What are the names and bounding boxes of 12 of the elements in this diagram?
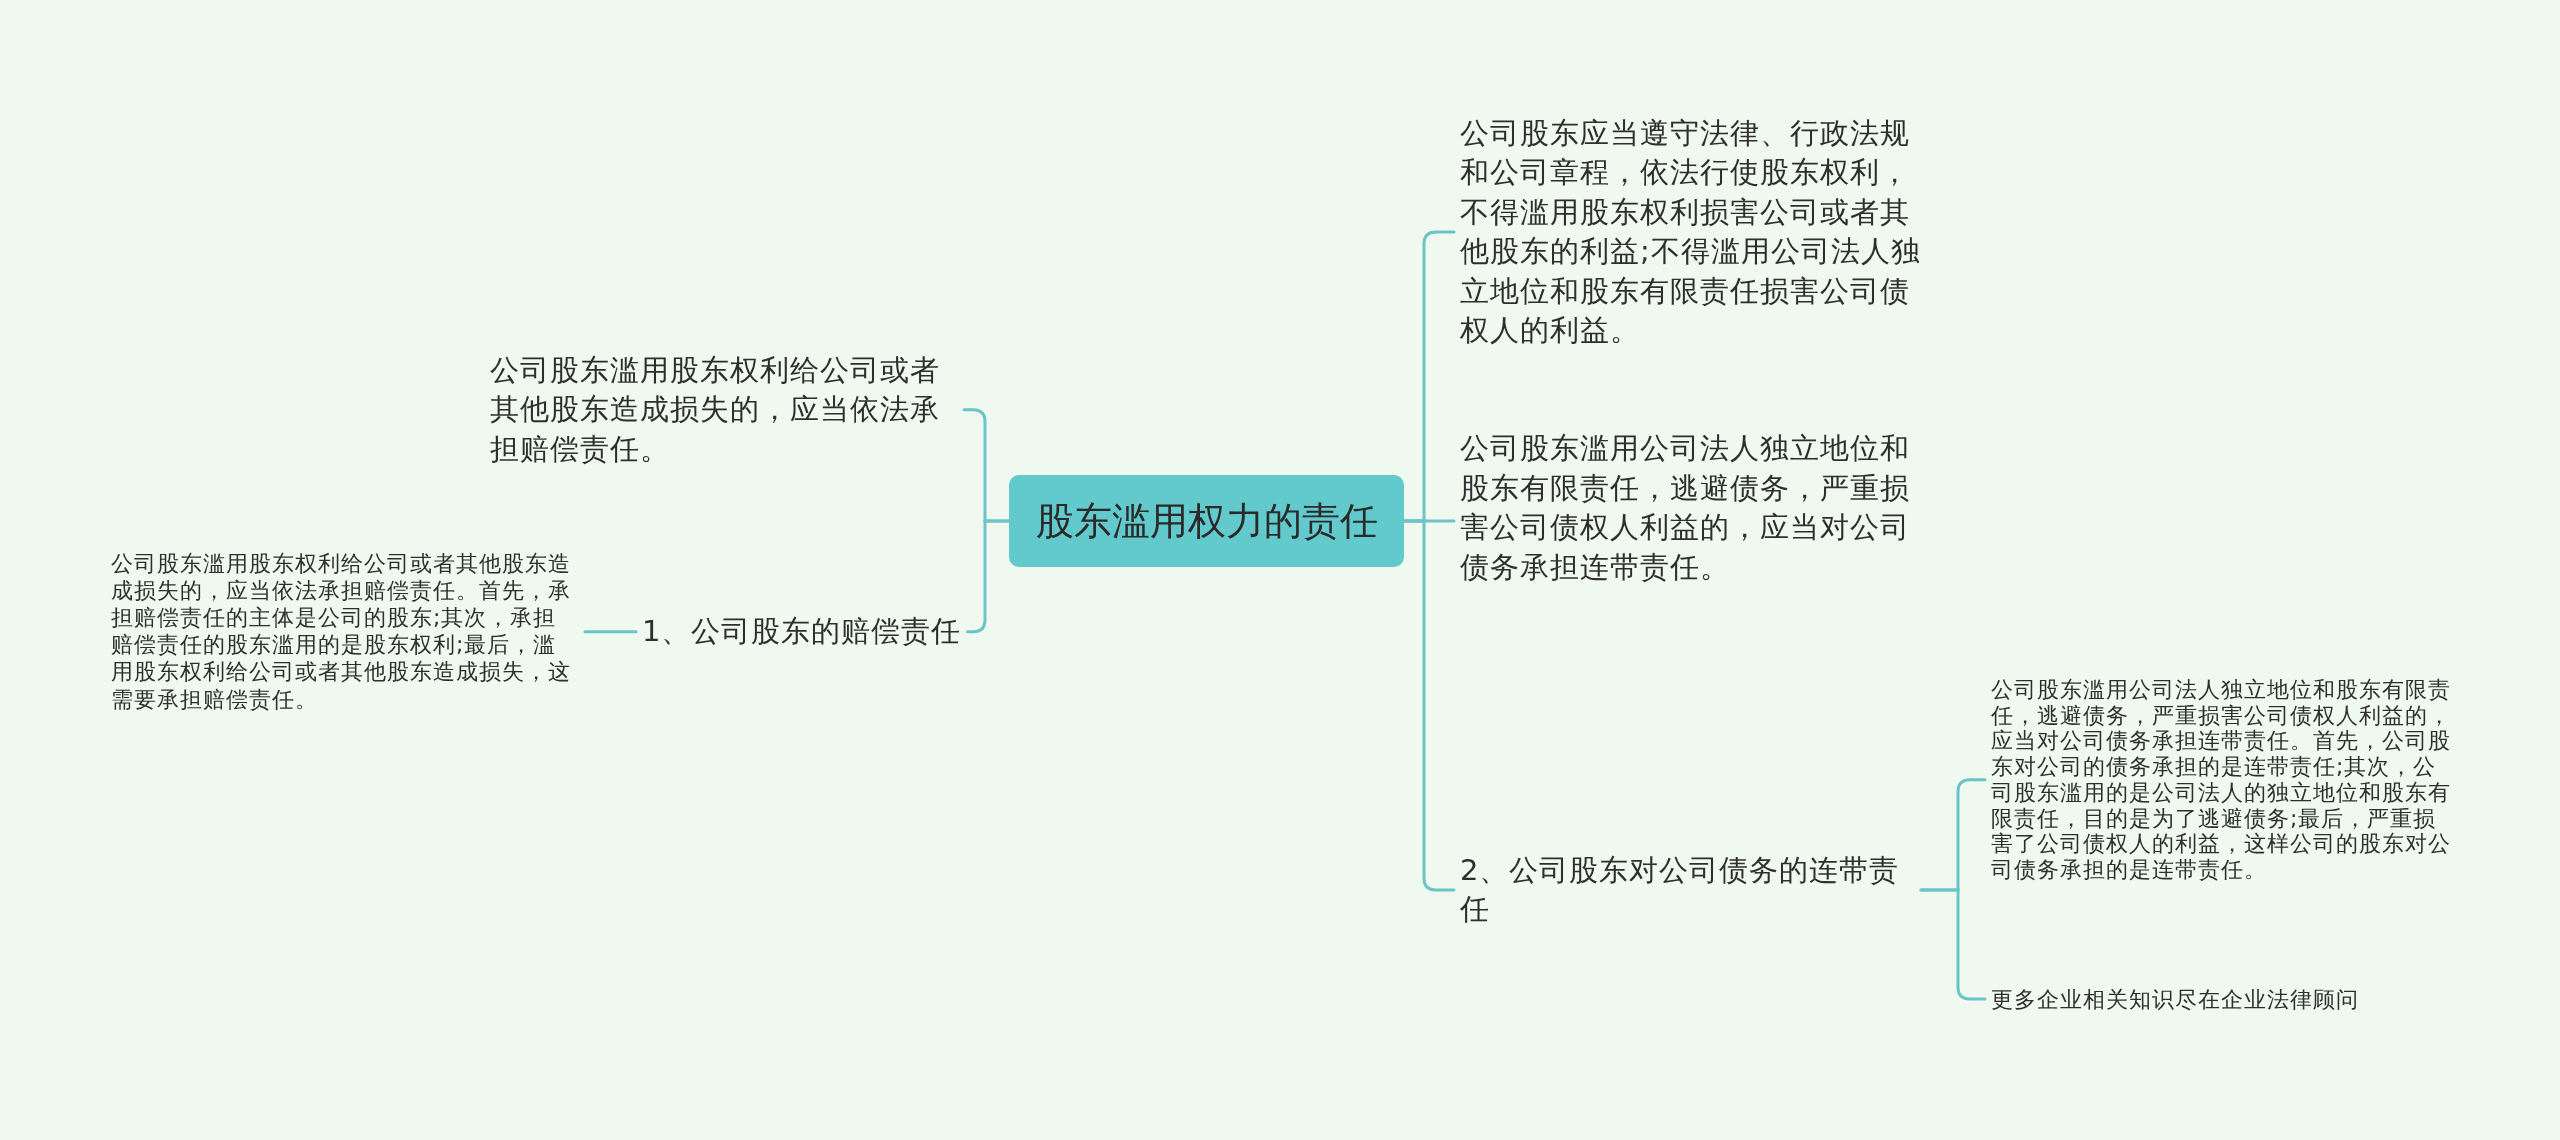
connector-line [1402,519,1456,892]
central-topic: 股东滥用权力的责任 [1009,475,1404,567]
detail-text: 公司股东应当遵守法律、行政法规和公司章程，依法行使股东权利，不得滥用股东权利损害公司或者其他股东的利益;不得滥用公司法人独立地位和股东有限责任损害公司债权人的利益。 [1454,113,1934,351]
branch-text: 2、公司股东对公司债务的连带责任 [1454,850,1921,930]
connector-line [583,630,638,634]
detail-text: 公司股东滥用股东权利给公司或者其他股东造成损失的，应当依法承担赔偿责任。首先，承担赔偿责任的主体是公司的股东;其次，承担赔偿责任的股东滥用的是股东权利;最后，滥用股东权利给公司或者其他股东造成损失，这需要承担赔偿责任。 [105,549,585,713]
branch-text: 1、公司股东的赔偿责任 [636,612,968,652]
connector-line [965,519,1011,634]
detail-text: 公司股东滥用公司法人独立地位和股东有限责任，逃避债务，严重损害公司债权人利益的，应当对公司债务承担连带责任。 [1454,429,1934,587]
detail-text: 公司股东滥用股东权利给公司或者其他股东造成损失的，应当依法承担赔偿责任。 [484,350,964,469]
detail-text: 公司股东滥用公司法人独立地位和股东有限责任，逃避债务，严重损害公司债权人利益的，应当对公司债务承担连带责任。首先，公司股东对公司的债务承担的是连带责任;其次，公司股东滥用的是公司法人的独立地位和股东有限责任，目的是为了逃避债务;最后，严重损害了公司债权人的利益，这样公司的股东对公司债务承担的是连带责任。 [1985,677,2465,883]
note-text: 更多企业相关知识尽在企业法律顾问 [1985,985,2365,1013]
